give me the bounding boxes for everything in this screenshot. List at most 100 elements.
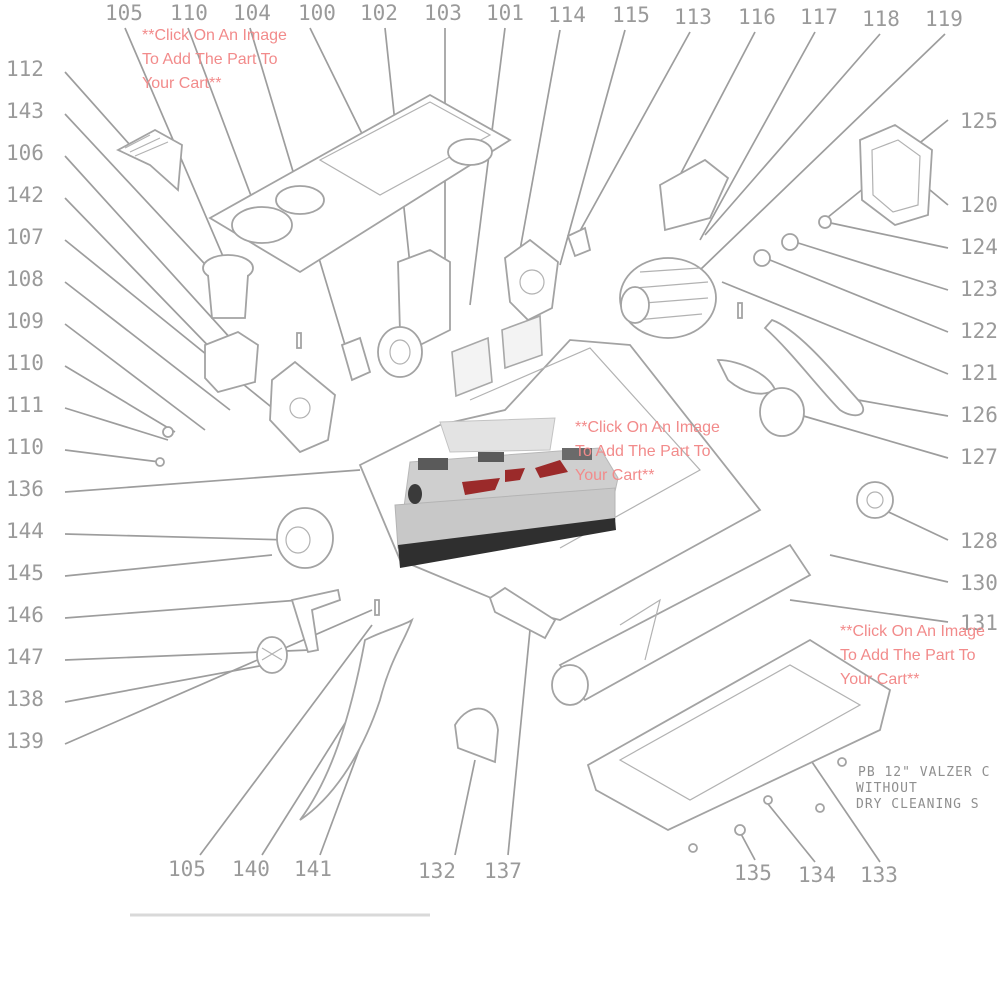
callout-top-110: 110 [170, 1, 208, 25]
leader-line [454, 759, 476, 856]
leader-line [64, 609, 373, 745]
sole-plate-part[interactable] [586, 638, 892, 832]
belt-guard-part[interactable] [716, 359, 805, 437]
pulley-wheel-part[interactable] [856, 481, 894, 519]
leader-line [559, 29, 626, 266]
callout-left-108: 108 [6, 267, 44, 291]
callout-left-138: 138 [6, 687, 44, 711]
callout-top-119: 119 [925, 7, 963, 31]
filter-grille-part[interactable] [116, 128, 183, 192]
small-bushings-parts[interactable] [753, 215, 832, 267]
brush-roll-part[interactable] [551, 543, 812, 706]
note-line-3: DRY CLEANING S [856, 797, 980, 812]
leader-line [64, 71, 131, 146]
leader-line [794, 241, 949, 291]
leader-line [739, 831, 756, 861]
rear-wheel-part[interactable] [276, 507, 334, 569]
front-bumper-part[interactable] [488, 586, 557, 640]
hose-part[interactable] [299, 617, 414, 821]
note-line-2: WITHOUT [856, 781, 918, 796]
leader-line [309, 27, 371, 151]
callout-top-114: 114 [548, 3, 586, 27]
leader-line [64, 599, 301, 619]
callout-right-122: 122 [960, 319, 998, 343]
power-nozzle-highlight[interactable] [394, 417, 619, 568]
callout-bottom-140: 140 [232, 857, 270, 881]
motor-fan-housing-part[interactable] [377, 249, 451, 378]
callout-bottom-135: 135 [734, 861, 772, 885]
callout-left-144: 144 [6, 519, 44, 543]
click-hint-right[interactable]: **Click On An Image To Add The Part To Y… [840, 623, 985, 688]
leader-line [64, 113, 216, 276]
drive-belt-part[interactable] [763, 318, 865, 417]
filter-frame-part[interactable] [859, 123, 933, 226]
callout-left-143: 143 [6, 99, 44, 123]
click-hint-center[interactable]: **Click On An Image To Add The Part To Y… [575, 419, 720, 484]
leader-line [574, 31, 691, 241]
leader-line [699, 33, 946, 271]
leader-line [64, 365, 176, 433]
motor-mount-part[interactable] [504, 238, 559, 322]
nozzle-pedal-right [478, 452, 504, 462]
callout-left-110: 110 [6, 435, 44, 459]
nozzle-wheel [408, 484, 422, 504]
leader-line [64, 197, 223, 361]
leader-line [507, 629, 531, 856]
callout-left-147: 147 [6, 645, 44, 669]
callout-top-101: 101 [486, 1, 524, 25]
leader-line [825, 221, 949, 249]
leader-line [699, 31, 816, 241]
callout-right-131: 131 [960, 611, 998, 635]
cord-clip-part[interactable] [566, 226, 592, 258]
nozzle-accent-left [462, 478, 500, 495]
small-wheel-part[interactable] [256, 636, 288, 674]
callout-top-116: 116 [738, 5, 776, 29]
nozzle-accent-right [535, 460, 568, 478]
leader-line [764, 257, 949, 333]
callout-top-118: 118 [862, 7, 900, 31]
callout-left-110: 110 [6, 351, 44, 375]
handle-top-cover[interactable] [208, 93, 512, 274]
callout-top-113: 113 [674, 5, 712, 29]
leader-line [469, 27, 506, 306]
callout-bottom-141: 141 [294, 857, 332, 881]
filter-screen-parts[interactable] [451, 314, 543, 398]
callout-top-105: 105 [105, 1, 143, 25]
nozzle-pedal-left [418, 458, 448, 470]
callout-bottom-132: 132 [418, 859, 456, 883]
callout-right-125: 125 [960, 109, 998, 133]
screws-parts[interactable] [155, 302, 847, 853]
leader-line [187, 27, 263, 226]
callout-right-123: 123 [960, 277, 998, 301]
click-hint-top-left[interactable]: **Click On An Image To Add The Part To Y… [142, 27, 287, 92]
side-cover-part[interactable] [454, 707, 499, 764]
leader-line [64, 323, 206, 431]
callout-top-115: 115 [612, 3, 650, 27]
callout-top-103: 103 [424, 1, 462, 25]
leader-line [64, 469, 361, 493]
brush-motor-part[interactable] [619, 257, 717, 339]
leader-line [64, 449, 161, 463]
callout-left-109: 109 [6, 309, 44, 333]
mounting-plate-part[interactable] [269, 360, 336, 454]
cyclone-cap-part[interactable] [202, 254, 254, 319]
switch-box-part[interactable] [204, 330, 259, 394]
leader-line [679, 31, 756, 176]
leader-line [64, 155, 233, 341]
callout-labels-left: 1121431061421071081091101111101361441451… [6, 57, 44, 753]
note-line-1: PB 12" VALZER C [858, 765, 990, 780]
model-note: PB 12" VALZER C WITHOUT DRY CLEANING S [856, 765, 990, 812]
bracket-part[interactable] [340, 336, 372, 382]
leader-line [829, 554, 949, 583]
leader-line [799, 414, 949, 459]
leader-line [199, 624, 373, 856]
leader-line [767, 803, 816, 863]
height-lever-part[interactable] [290, 588, 342, 654]
leader-line [929, 189, 949, 206]
nozzle-accent-mid [505, 468, 525, 482]
callout-bottom-133: 133 [860, 863, 898, 887]
label-plate-part[interactable] [659, 158, 730, 232]
